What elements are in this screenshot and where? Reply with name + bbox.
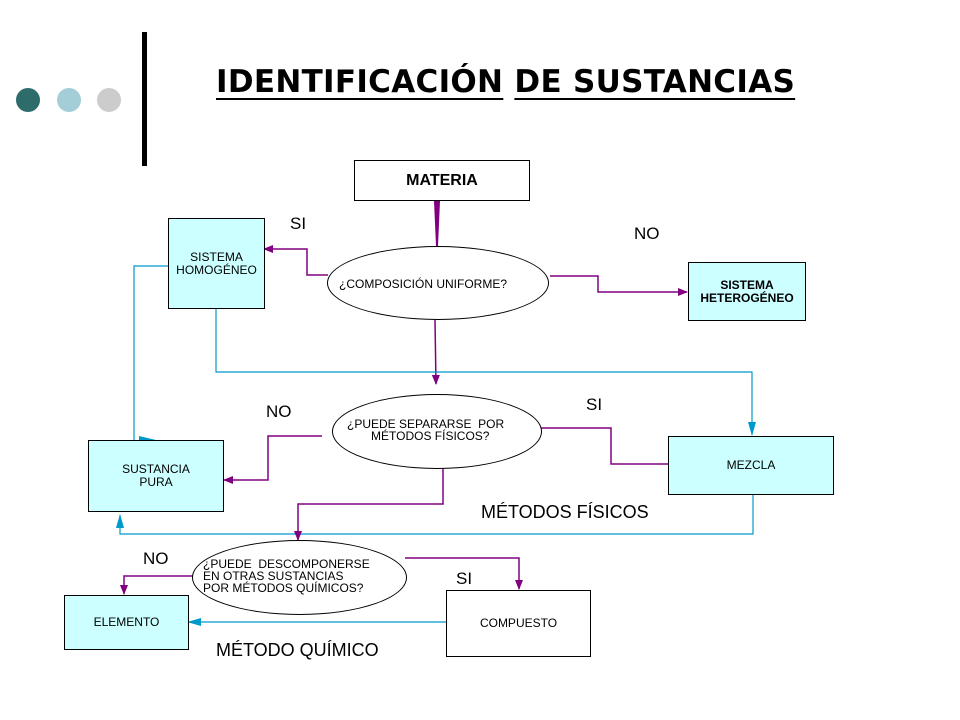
decor-dot-dark [16,88,40,112]
arrow-uniforme-to-heterogeneo [550,275,688,296]
arrow-materia-to-question [434,201,440,246]
title-part-1: IDENTIFICACIÓN [216,64,504,100]
page-title: IDENTIFICACIÓN DE SUSTANCIAS [216,64,795,100]
node-sistema-heterogeneo: SISTEMA HETEROGÉNEO [688,262,806,321]
arrow-separar-to-mezcla [541,427,668,465]
node-elemento: ELEMENTO [64,595,189,650]
sustancia-line-2: PURA [139,475,173,489]
q-descomp-line-1: ¿PUEDE DESCOMPONERSE [203,557,370,571]
arrow-homogeneo-to-mezcla [215,308,756,436]
node-sustancia-pura: SUSTANCIA PURA [88,440,224,512]
label-metodo-quimico: MÉTODO QUÍMICO [216,640,379,660]
arrow-separar-to-descomponer [294,468,444,541]
mezcla-label: MEZCLA [726,458,776,472]
decor-vertical-bar [142,32,147,166]
arrow-uniforme-to-homogeneo [263,245,328,276]
arrow-separar-to-sustancia [223,435,322,484]
heterogeneo-line-1: SISTEMA [720,277,774,292]
compuesto-label: COMPUESTO [479,616,558,630]
decor-dot-light [57,88,81,112]
question-composicion-uniforme: ¿COMPOSICIÓN UNIFORME? [327,246,549,320]
node-sistema-homogeneo: SISTEMA HOMOGÉNEO [168,218,265,309]
q-descomp-line-2: EN OTRAS SUSTANCIAS [203,569,344,583]
arrow-descomponer-to-compuesto [405,557,523,590]
node-mezcla: MEZCLA [668,436,834,495]
sustancia-line-1: SUSTANCIA [122,462,190,476]
node-materia-label: MATERIA [406,172,478,189]
label-si-uniforme: SI [290,214,307,233]
label-no-separar: NO [266,402,292,421]
label-si-separar: SI [586,395,603,414]
arrow-uniforme-to-separar [431,319,440,385]
q-separar-line-2: MÉTODOS FÍSICOS? [371,429,490,443]
label-no-descomponer: NO [143,549,169,568]
label-no-uniforme: NO [634,224,660,243]
heterogeneo-line-2: HETEROGÉNEO [700,290,794,305]
q-separar-line-1: ¿PUEDE SEPARARSE POR [347,417,505,431]
arrow-descomponer-to-elemento [120,575,193,595]
question-separar-metodos-fisicos: ¿PUEDE SEPARARSE POR MÉTODOS FÍSICOS? [332,394,542,469]
label-si-descomponer: SI [456,569,473,588]
arrow-sustancia-to-homogeneo [133,265,168,440]
node-materia: MATERIA [354,160,530,201]
title-part-2: DE SUSTANCIAS [514,64,796,100]
q-uniforme-label: ¿COMPOSICIÓN UNIFORME? [339,277,508,291]
homogeneo-line-2: HOMOGÉNEO [176,263,257,277]
label-metodos-fisicos: MÉTODOS FÍSICOS [481,502,649,522]
decor-dot-gray [97,88,121,112]
question-descomponer-metodos-quimicos: ¿PUEDE DESCOMPONERSE EN OTRAS SUSTANCIAS… [192,540,407,615]
q-descomp-line-3: POR MÉTODOS QUÍMICOS? [203,581,364,595]
elemento-label: ELEMENTO [93,615,160,629]
arrow-mezcla-to-sustancia [116,495,754,535]
homogeneo-line-1: SISTEMA [190,250,243,264]
node-compuesto: COMPUESTO [446,590,591,657]
